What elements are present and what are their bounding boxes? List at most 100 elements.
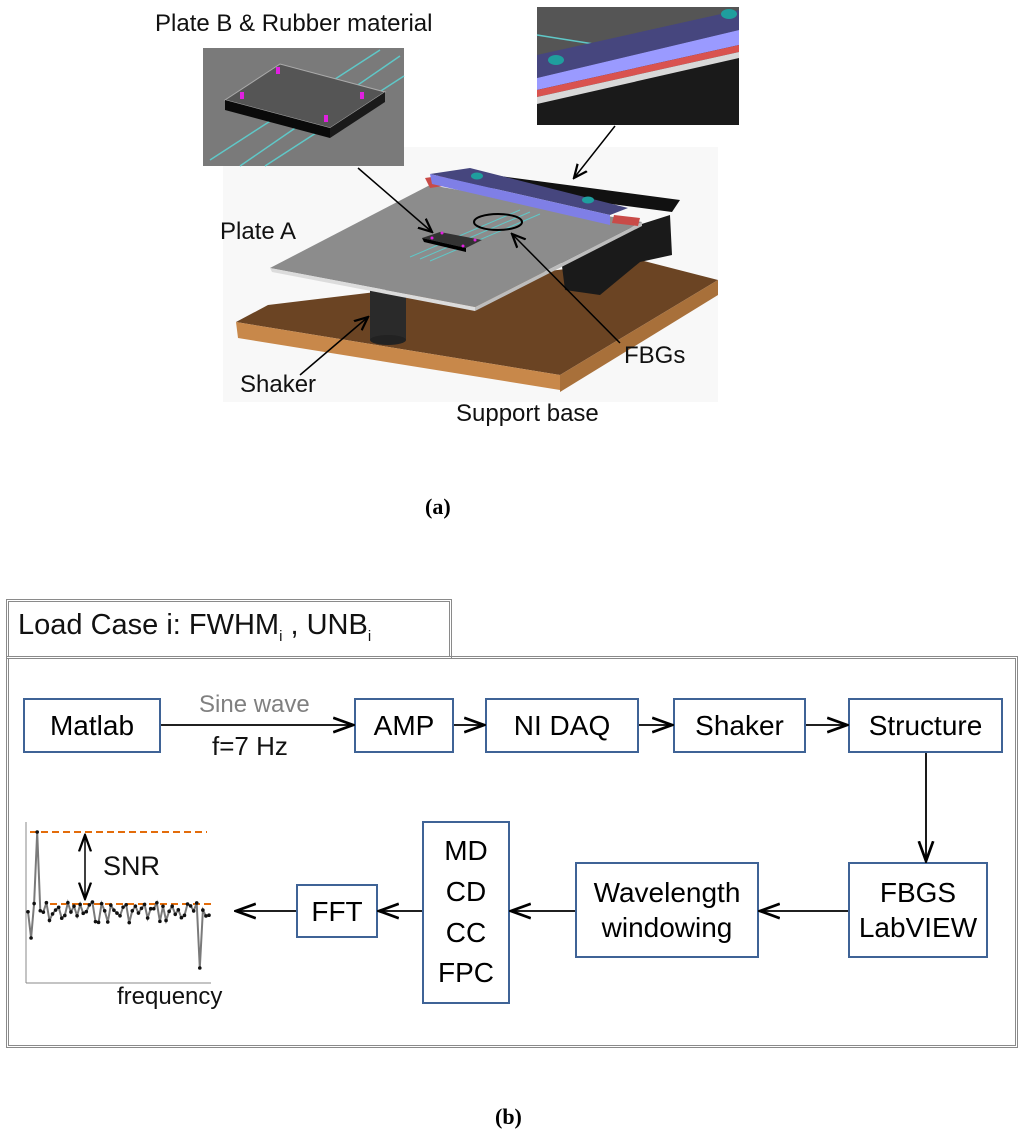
clamp-bar-top	[430, 168, 628, 215]
spectrum-point	[35, 830, 40, 834]
spectrum-point	[66, 900, 70, 905]
spectrum-point	[84, 909, 89, 914]
spectrum-point	[194, 901, 199, 905]
inset-clamp-detail	[536, 7, 739, 125]
label-plate-a: Plate A	[220, 218, 297, 245]
spectrum-point	[148, 906, 153, 911]
label-shaker: Shaker	[240, 371, 317, 398]
spectrum-point	[63, 913, 67, 918]
load-case-prefix: Load Case i: FWHM	[18, 609, 280, 641]
box-amp: AMP	[354, 698, 454, 753]
spectrum-point	[173, 912, 178, 917]
load-case-title: Load Case i: FWHMi , UNBi	[18, 609, 371, 645]
spectrum-point	[151, 906, 156, 911]
box-shaker: Shaker	[673, 698, 806, 753]
label-fbgs: FBGs	[624, 342, 686, 369]
spectrum-point	[96, 920, 101, 925]
wavelength-line-1: Wavelength	[593, 877, 741, 908]
spectrum-point	[142, 902, 147, 907]
load-case-mid: , UNB	[282, 609, 368, 641]
fbgs-line-1: FBGS	[879, 877, 957, 908]
box-fft: FFT	[296, 884, 378, 938]
shaker-cylinder	[370, 290, 406, 340]
spectrum-point	[47, 918, 52, 923]
spectrum-point	[109, 903, 113, 907]
plate-b-small-edge	[422, 238, 466, 252]
spectrum-point	[161, 904, 165, 909]
clamp-bar-front	[430, 174, 610, 225]
spectrum-point	[139, 906, 144, 911]
spectrum-point	[201, 908, 205, 912]
spectrum-point	[112, 908, 116, 913]
clamp-support	[560, 215, 672, 295]
spectrum-point	[133, 904, 138, 908]
spectrum-point	[50, 912, 55, 916]
fiber-1	[409, 209, 521, 258]
spectrum-point	[90, 900, 95, 904]
spectrum-point	[145, 916, 150, 920]
spectrum-point	[87, 903, 92, 907]
leader-shaker	[299, 317, 368, 376]
box-wavelength-windowing: Wavelength windowing	[575, 862, 759, 958]
wavelength-line-2: windowing	[601, 912, 733, 943]
spectrum-point	[72, 904, 76, 908]
spectrum-point	[75, 913, 79, 918]
method-cc: CC	[445, 916, 487, 948]
spectrum-point	[185, 902, 190, 906]
caption-a: (a)	[425, 494, 451, 519]
fiber-2	[419, 211, 531, 260]
spectrum-point	[81, 911, 86, 916]
plate-a-edge	[270, 268, 475, 311]
spectrum-point	[38, 908, 43, 913]
spectrum-point	[130, 909, 135, 913]
spectrum-point	[127, 920, 132, 925]
box-fbgs-labview: FBGS LabVIEW	[848, 862, 988, 958]
spectrum-point	[136, 911, 141, 915]
spectrum-point	[182, 913, 187, 918]
spectrum-point	[124, 902, 128, 907]
spectrum-point	[41, 910, 46, 914]
spectrum-point	[44, 900, 49, 905]
signal-freq-label: f=7 Hz	[212, 731, 288, 761]
method-md: MD	[444, 835, 488, 867]
spectrum-point	[118, 913, 122, 918]
spectrum-point	[115, 911, 119, 915]
spectrum-point	[102, 908, 107, 913]
spectrum-point	[179, 915, 184, 920]
snr-label: SNR	[103, 851, 161, 881]
workflow-frame	[6, 656, 1018, 1048]
test-rig-render	[203, 7, 739, 392]
load-case-sub2: i	[367, 627, 372, 645]
spectrum-point	[176, 908, 181, 912]
label-plate-b: Plate B & Rubber material	[155, 10, 433, 37]
method-cd: CD	[445, 875, 487, 907]
leader-plate-b	[357, 167, 432, 232]
spectrum-point	[167, 909, 171, 914]
spectrum-point	[69, 910, 73, 914]
plate-a-edge-right	[475, 222, 642, 311]
spectrum-point	[121, 905, 125, 909]
inset-plate-b	[203, 48, 405, 167]
leader-fbgs	[512, 234, 621, 344]
label-support-base: Support base	[456, 400, 599, 427]
box-methods: MD CD CC FPC	[422, 821, 510, 1004]
spectrum-point	[105, 920, 110, 924]
box-structure: Structure	[848, 698, 1003, 753]
spectrum-point	[32, 901, 36, 906]
spectrum-point	[197, 966, 202, 970]
spectrum-point	[158, 919, 162, 924]
support-base-front	[236, 322, 560, 390]
caption-b: (b)	[495, 1104, 522, 1129]
spectrum-point	[188, 904, 193, 908]
spectrum-point	[78, 902, 82, 907]
spectrum-point	[191, 909, 196, 913]
frequency-label: frequency	[117, 983, 223, 1010]
spectrum-point	[155, 900, 159, 905]
shaker-bottom	[370, 335, 406, 345]
spectrum-point	[204, 914, 208, 918]
rubber-right	[612, 215, 640, 226]
spectrum-point	[170, 904, 174, 908]
signal-type-label: Sine wave	[199, 691, 310, 718]
leader-clamp	[574, 125, 616, 178]
spectrum-point	[56, 905, 61, 910]
